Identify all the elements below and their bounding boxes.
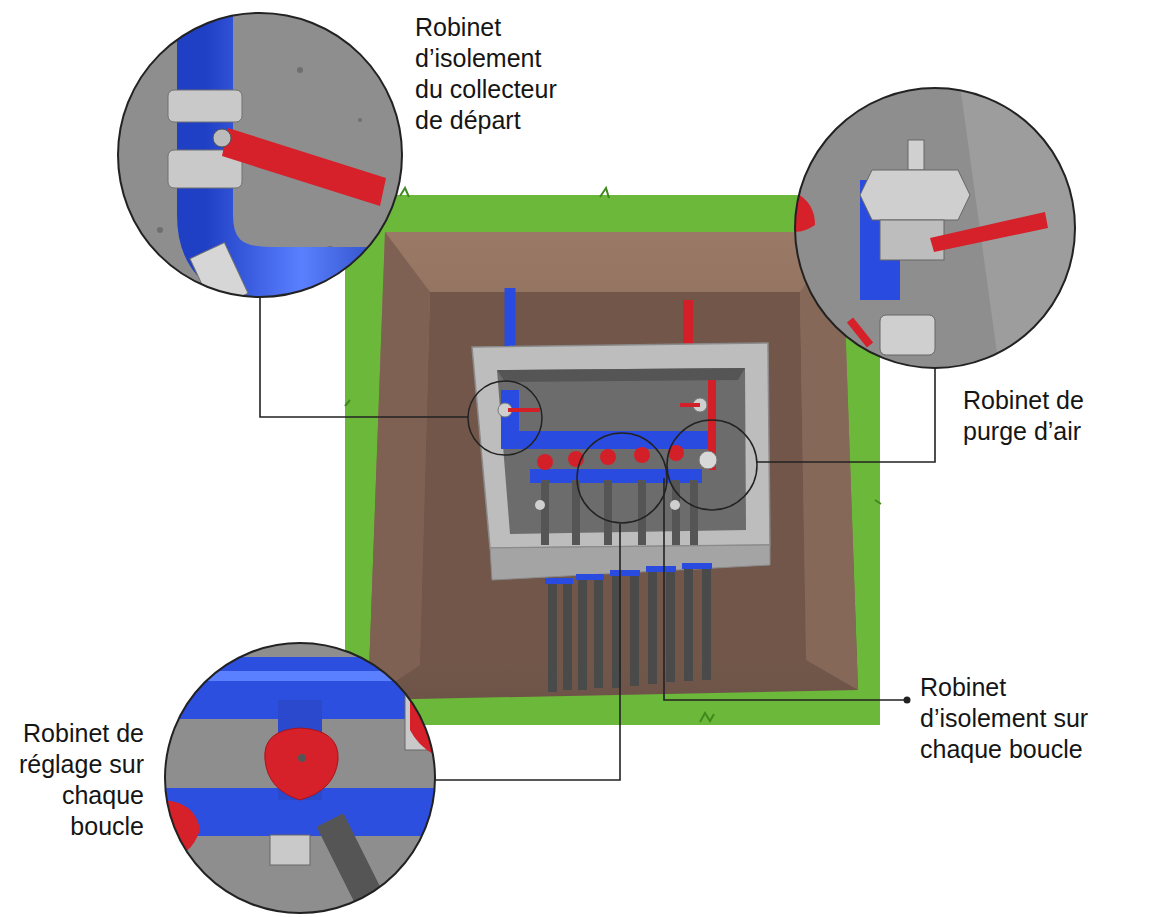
illustration-part bbox=[860, 170, 970, 220]
illustration-part bbox=[368, 232, 858, 700]
illustration-part bbox=[222, 128, 386, 206]
illustration-part bbox=[680, 403, 700, 407]
illustration-part bbox=[682, 563, 712, 569]
illustration-part bbox=[190, 243, 248, 310]
illustration-part bbox=[684, 567, 693, 681]
illustration-part bbox=[930, 212, 1048, 252]
illustration-part bbox=[577, 433, 667, 523]
illustration-part bbox=[435, 524, 620, 780]
illustration-part bbox=[168, 90, 242, 122]
illustration-part bbox=[205, 0, 420, 275]
illustration-part bbox=[648, 570, 657, 684]
illustration-part bbox=[667, 420, 757, 510]
illustration-part bbox=[510, 390, 715, 440]
leader-lines bbox=[260, 297, 935, 780]
zoom-ring bbox=[165, 643, 435, 913]
callout-label: Robinet d’isolement sur chaque boucle bbox=[920, 672, 1132, 765]
illustration-part bbox=[330, 820, 380, 917]
illustration-part bbox=[683, 300, 693, 345]
illustration-part bbox=[270, 835, 310, 865]
zoom-air-vent bbox=[790, 85, 1080, 375]
illustration-part bbox=[638, 480, 646, 545]
illustration-part bbox=[265, 728, 338, 800]
illustration-part bbox=[702, 566, 711, 680]
illustration-part bbox=[610, 570, 640, 576]
illustration-part bbox=[672, 480, 680, 545]
illustration-part bbox=[497, 368, 745, 382]
illustration-part bbox=[600, 449, 616, 465]
illustration-part bbox=[345, 195, 880, 725]
illustration-part bbox=[594, 576, 603, 688]
illustration-part bbox=[497, 368, 746, 534]
illustration-part bbox=[160, 640, 450, 917]
illustration-part bbox=[508, 408, 540, 412]
illustration-part bbox=[213, 129, 231, 147]
illustration-part bbox=[297, 67, 303, 73]
illustration-part bbox=[690, 480, 698, 545]
leader-dot bbox=[904, 697, 911, 704]
illustration-part bbox=[880, 315, 935, 355]
manifold bbox=[498, 380, 717, 545]
illustration-part bbox=[468, 381, 542, 455]
loop-pipes bbox=[545, 563, 712, 692]
illustration-part bbox=[100, 0, 420, 310]
illustration-part bbox=[576, 574, 604, 580]
illustration-part bbox=[298, 754, 306, 762]
illustration-part bbox=[578, 578, 587, 690]
concrete-box bbox=[472, 343, 770, 580]
illustration-part bbox=[535, 500, 545, 510]
illustration-part bbox=[646, 566, 676, 572]
illustration-part bbox=[670, 500, 680, 510]
illustration-part bbox=[537, 454, 553, 470]
zoom-ring bbox=[118, 13, 402, 297]
callout-label: Robinet d’isolement du collecteur de dép… bbox=[415, 12, 575, 136]
marker-circles bbox=[468, 381, 757, 523]
illustration-part bbox=[548, 566, 711, 692]
illustration-part bbox=[630, 572, 639, 686]
illustration-part bbox=[541, 480, 549, 545]
callout-label: Robinet de purge d’air bbox=[963, 385, 1133, 447]
illustration-part bbox=[490, 545, 770, 580]
callout-label: Robinet de réglage sur chaque boucle bbox=[12, 718, 144, 842]
illustration-part bbox=[368, 232, 430, 700]
illustration-part bbox=[790, 190, 815, 232]
illustration-part bbox=[757, 368, 935, 462]
illustration-part bbox=[260, 297, 468, 417]
illustration-part bbox=[563, 580, 572, 690]
illustration-part bbox=[908, 140, 924, 170]
illustration-part bbox=[545, 578, 573, 584]
illustration-part bbox=[666, 568, 675, 682]
illustration-part bbox=[634, 447, 650, 463]
illustration-part bbox=[160, 671, 440, 681]
illustration-part bbox=[545, 563, 712, 584]
illustration-part bbox=[160, 800, 200, 860]
zoom-balancing-valve bbox=[160, 640, 450, 917]
illustration-part bbox=[604, 480, 612, 545]
illustration-part bbox=[699, 451, 717, 469]
zoom-isolation-valve bbox=[100, 0, 420, 310]
illustration-part bbox=[472, 343, 770, 548]
illustration-part bbox=[157, 227, 163, 233]
zoom-ring bbox=[795, 88, 1075, 368]
illustration-part bbox=[790, 85, 1080, 375]
illustration-part bbox=[664, 478, 904, 700]
illustration-part bbox=[358, 118, 362, 122]
illustration-part bbox=[548, 582, 557, 692]
